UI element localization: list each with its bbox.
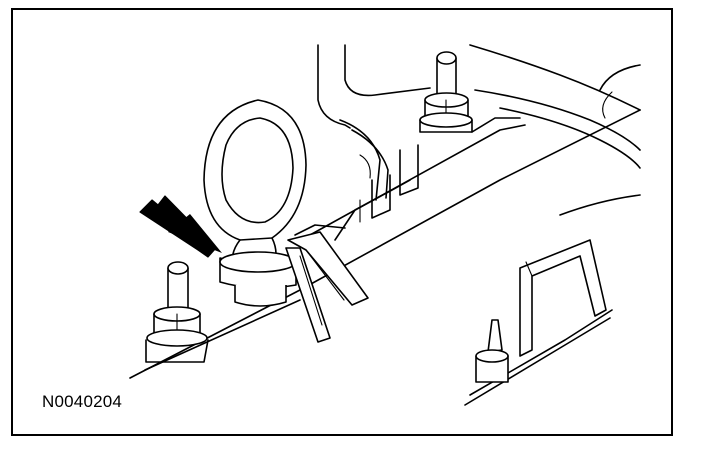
arrow-icon	[139, 195, 222, 258]
rear-stud	[419, 51, 521, 133]
valve-cover	[464, 239, 613, 406]
retaining-clip	[285, 231, 369, 343]
dipstick-ring	[203, 99, 346, 307]
manifold-body	[129, 109, 641, 379]
front-stud	[145, 261, 209, 363]
upper-intake-runner	[317, 44, 641, 216]
figure-id-label: N0040204	[42, 392, 123, 411]
figure-frame	[11, 8, 673, 436]
